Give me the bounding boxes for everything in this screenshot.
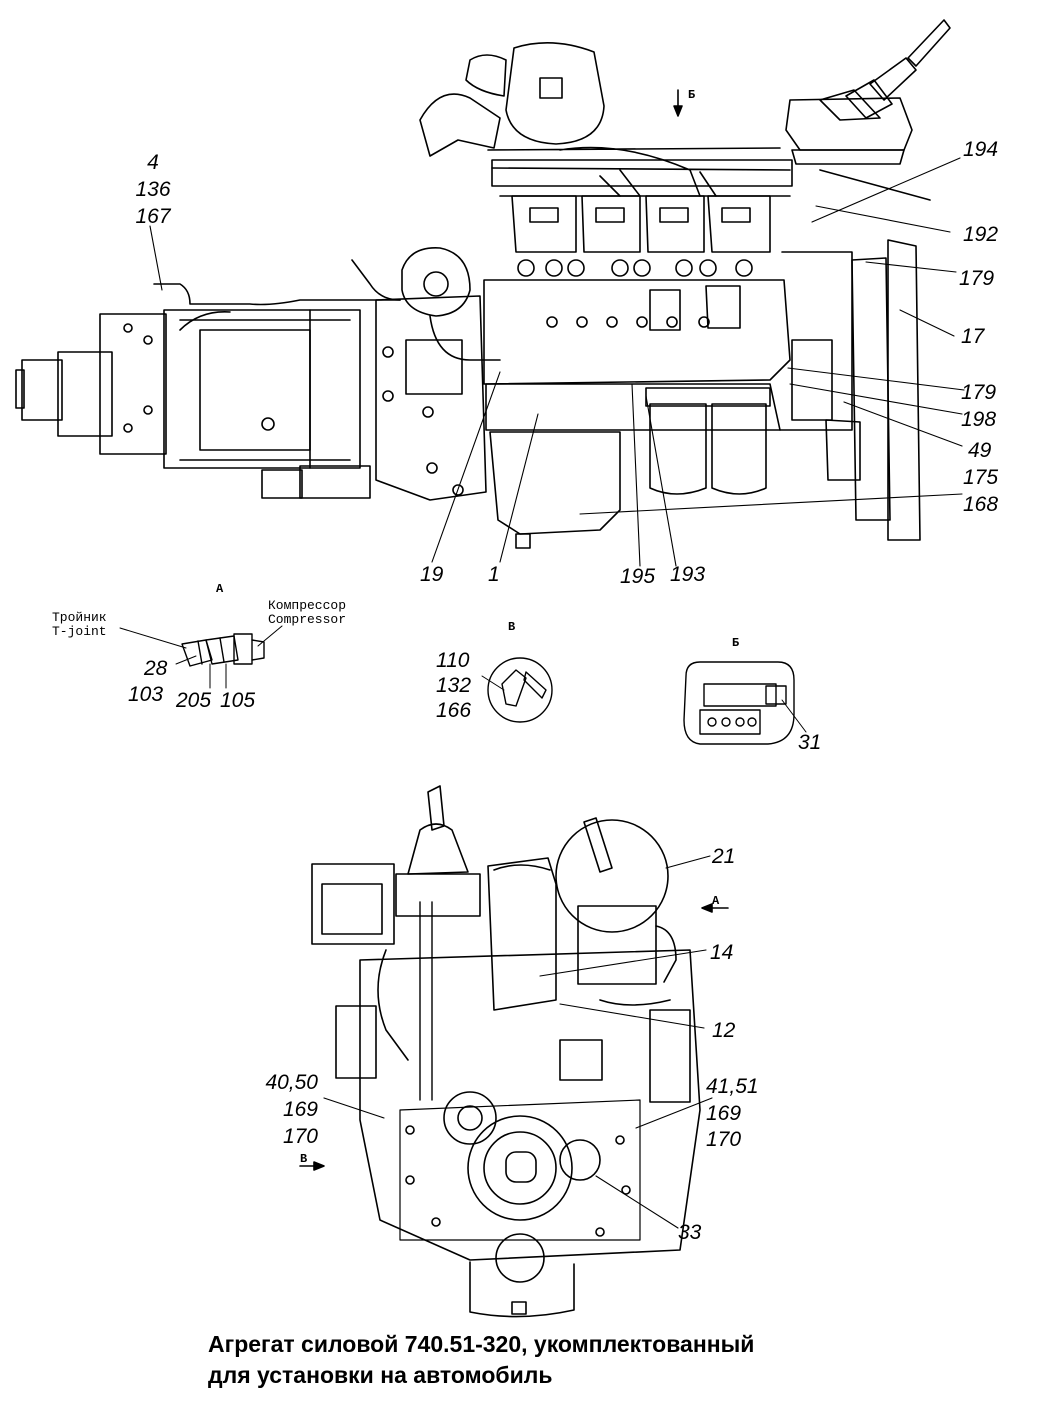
cylinder-heads xyxy=(491,159,793,253)
callout-198: 198 xyxy=(961,408,997,431)
callout-195: 195 xyxy=(620,565,656,588)
intake-pipe xyxy=(487,857,557,1011)
callout-28: 28 xyxy=(144,657,168,680)
callout-170-left: 170 xyxy=(282,1125,318,1148)
callout-110: 110 xyxy=(436,649,470,672)
view-arrow-b-top xyxy=(673,89,683,117)
callout-175: 175 xyxy=(963,466,999,489)
flywheel-housing xyxy=(375,295,487,501)
callout-193: 193 xyxy=(670,563,706,586)
radiator-shroud xyxy=(825,239,921,541)
callout-103: 103 xyxy=(128,683,164,706)
callout-17: 17 xyxy=(961,325,985,348)
callout-179-mid: 179 xyxy=(961,381,997,404)
view-b-detail xyxy=(683,661,807,745)
callout-132: 132 xyxy=(436,674,472,697)
gearshift-lever xyxy=(785,19,951,165)
callout-179-top: 179 xyxy=(959,267,995,290)
tee-label-en: T-joint xyxy=(52,624,107,639)
leader-lines-front xyxy=(323,855,713,1229)
callout-105: 105 xyxy=(220,689,256,712)
round-tank xyxy=(555,817,669,933)
caption-line-2: для установки на автомобиль xyxy=(208,1362,553,1388)
air-tank xyxy=(465,42,605,145)
fuel-filters xyxy=(645,387,771,495)
view-v-detail xyxy=(481,657,553,723)
front-engine-block xyxy=(359,949,701,1261)
arrow-label-b-top: Б xyxy=(688,88,696,102)
tee-label-ru: Тройник xyxy=(52,610,107,625)
callout-31: 31 xyxy=(798,731,822,754)
callout-21: 21 xyxy=(712,845,736,868)
arrow-label-v-front: В xyxy=(300,1152,308,1166)
callout-41-51: 41,51 xyxy=(706,1075,759,1098)
pulley xyxy=(467,1115,573,1221)
side-view xyxy=(15,19,951,549)
pipe-167 xyxy=(153,283,401,306)
turbocharger xyxy=(401,247,471,317)
caption-line-1: Агрегат силовой 740.51-320, укомплектова… xyxy=(208,1331,755,1357)
front-view xyxy=(311,785,701,1318)
gearbox xyxy=(163,309,371,499)
coolant-pipe xyxy=(487,146,791,197)
callout-12: 12 xyxy=(712,1019,736,1042)
callout-169-right: 169 xyxy=(706,1102,742,1125)
view-a-letter: A xyxy=(216,582,224,596)
callout-170-right: 170 xyxy=(706,1128,742,1151)
callout-192: 192 xyxy=(963,223,999,246)
view-a-fitting xyxy=(119,625,283,689)
callout-4: 4 xyxy=(147,151,159,174)
injectors xyxy=(517,259,753,277)
gearshift-lever-front xyxy=(395,785,481,917)
callout-1: 1 xyxy=(488,563,500,586)
callout-166: 166 xyxy=(436,699,472,722)
view-v-letter: В xyxy=(508,620,516,634)
callout-49: 49 xyxy=(968,439,992,462)
callout-136: 136 xyxy=(135,178,171,201)
drawing-caption: Агрегат силовой 740.51-320, укомплектова… xyxy=(208,1329,754,1391)
compressor-label-ru: Компрессор xyxy=(268,598,347,613)
callout-19: 19 xyxy=(420,563,444,586)
callout-169-left: 169 xyxy=(282,1098,318,1121)
leader-lines-side xyxy=(149,157,965,567)
callout-168: 168 xyxy=(963,493,999,516)
engine-block xyxy=(483,279,791,431)
fan-hub xyxy=(443,1091,497,1145)
gearbox-rear xyxy=(15,313,167,455)
callout-40-50: 40,50 xyxy=(265,1071,318,1094)
compressor-label-en: Compressor xyxy=(268,612,347,627)
arrow-label-a-front: А xyxy=(712,894,720,908)
callout-33: 33 xyxy=(678,1221,702,1244)
oil-pan xyxy=(489,431,621,535)
callout-14: 14 xyxy=(710,941,734,964)
callout-205: 205 xyxy=(176,689,212,712)
callout-194: 194 xyxy=(963,138,999,161)
intake-hose xyxy=(419,93,501,157)
view-arrow-v-front xyxy=(299,1161,325,1171)
callout-167: 167 xyxy=(135,205,171,228)
view-b-letter: Б xyxy=(732,636,740,650)
view-arrow-a-front xyxy=(701,903,729,913)
